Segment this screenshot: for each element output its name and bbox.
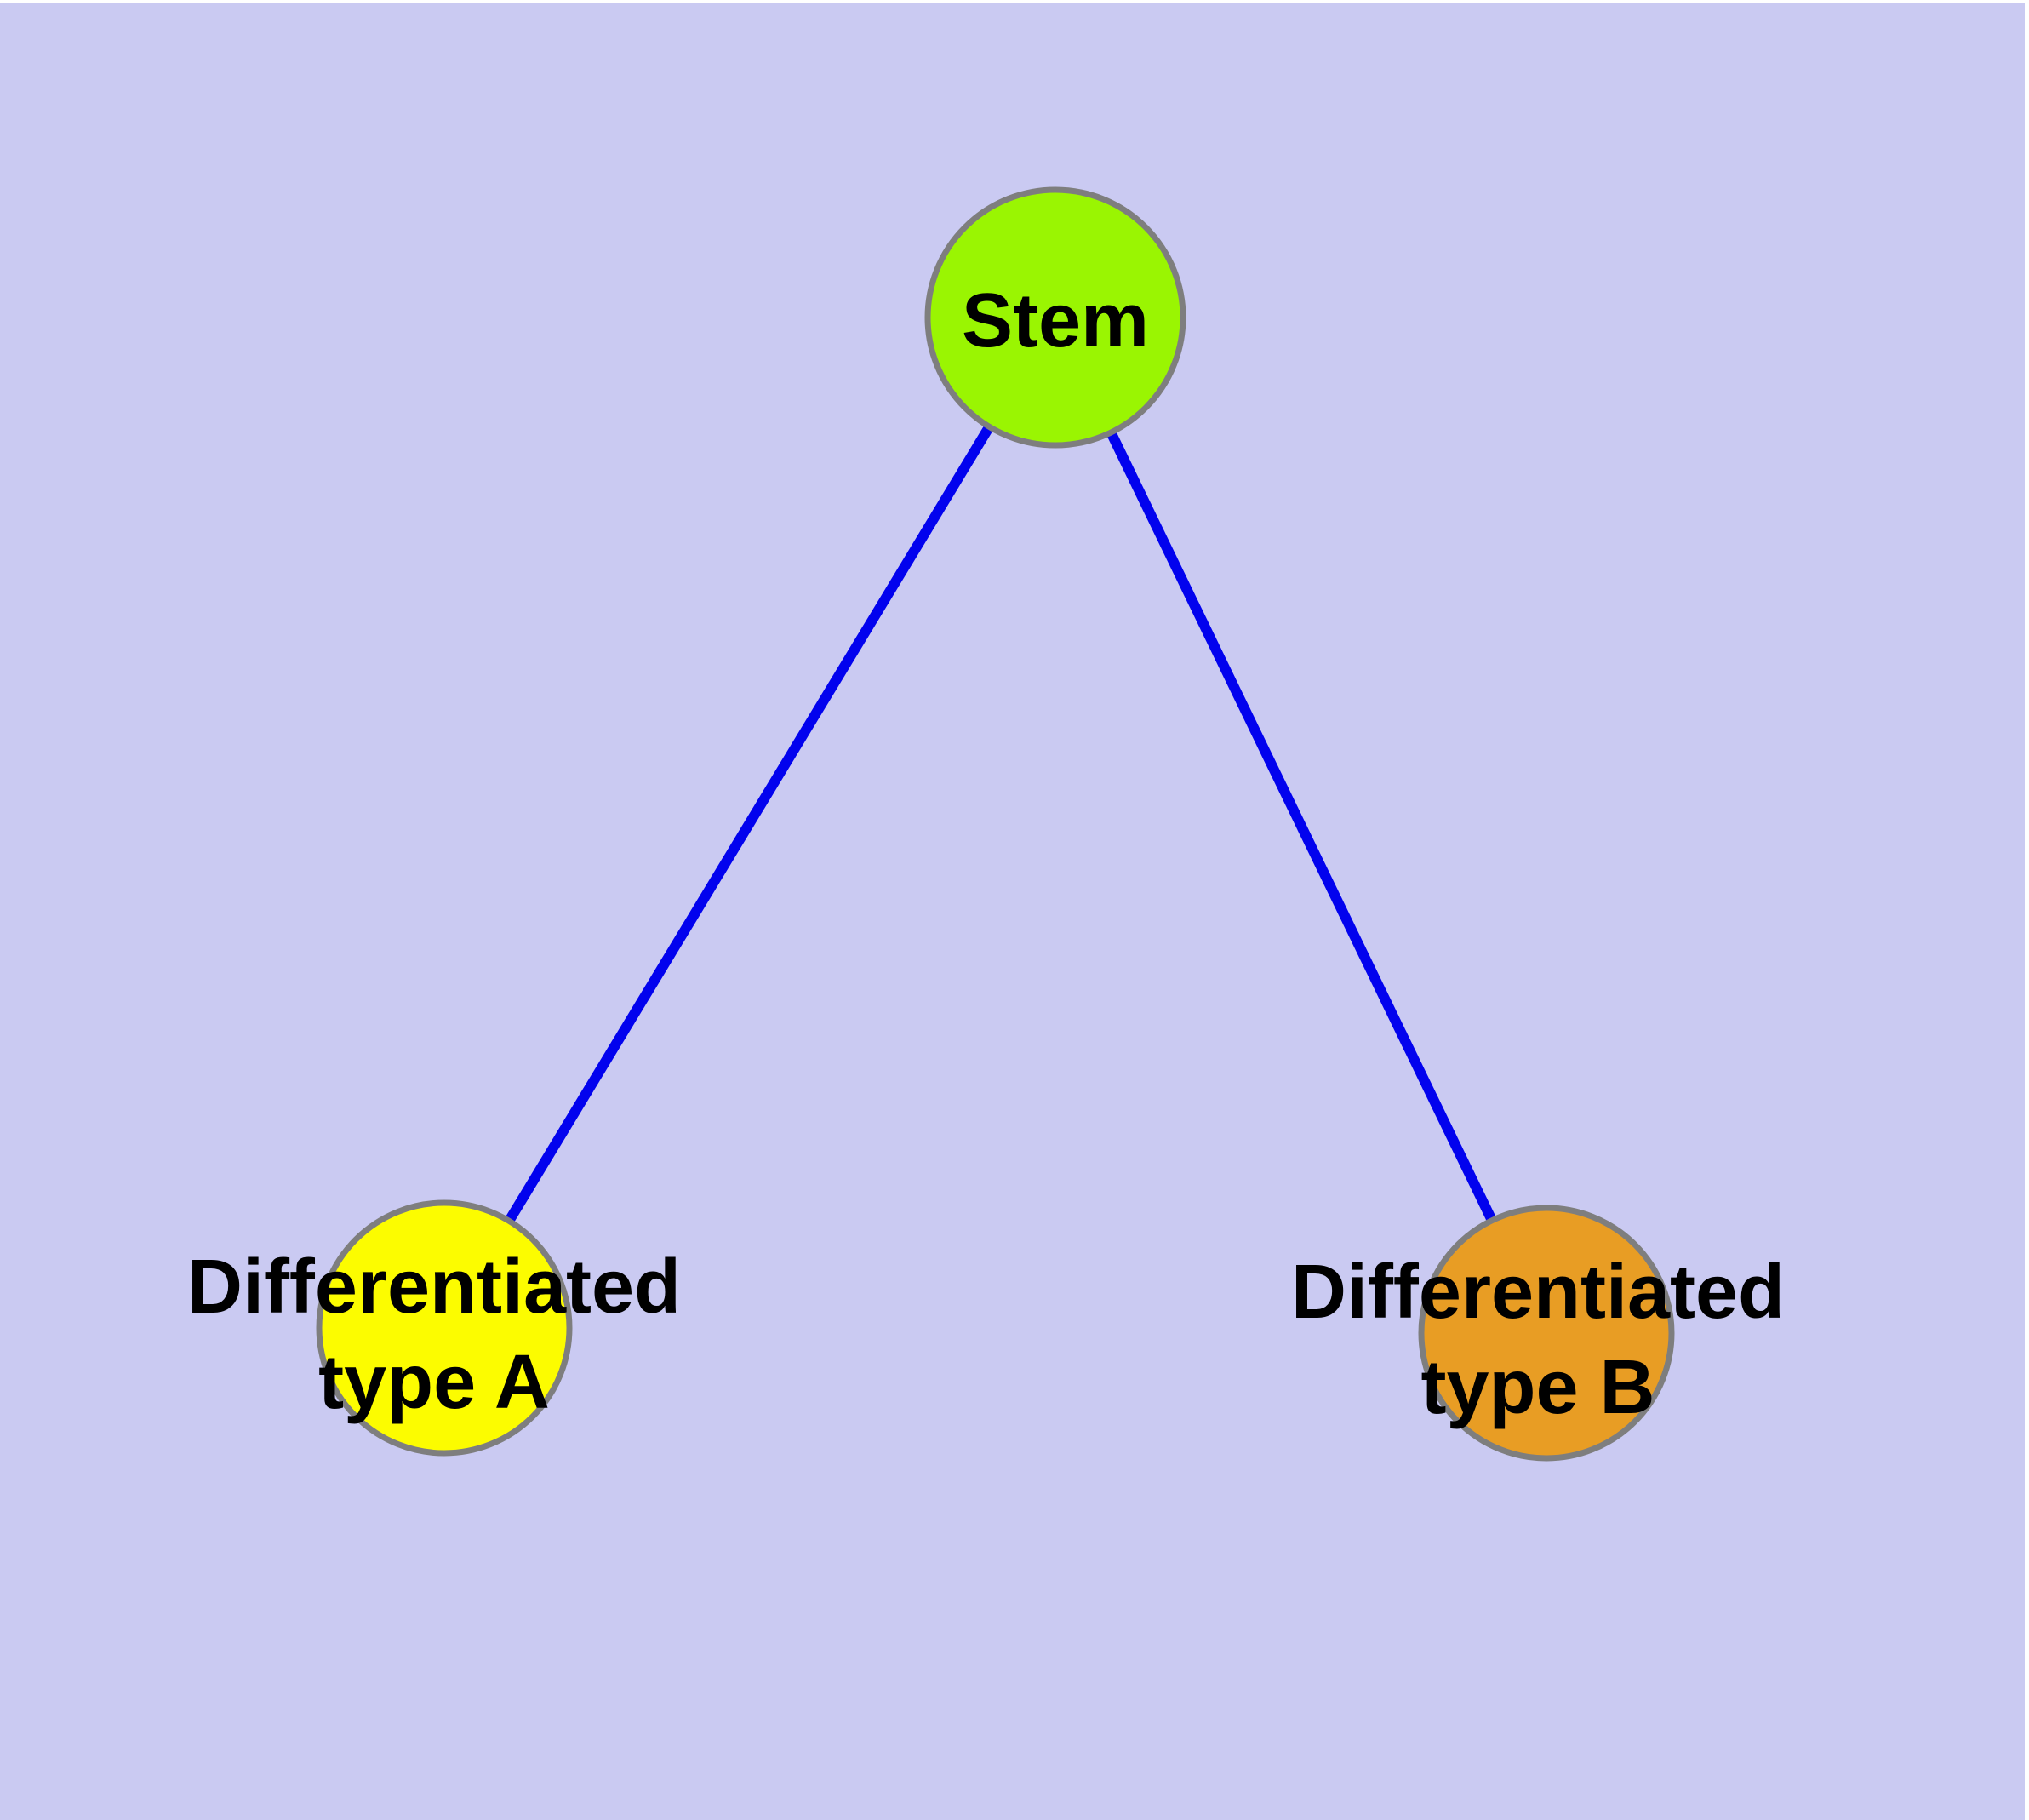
type-a-node-label-line1: Differentiated	[187, 1245, 681, 1330]
type-a-node-label-line2: type A	[318, 1340, 550, 1425]
type-b-node-label-line1: Differentiated	[1291, 1250, 1785, 1335]
edge-stem-to-type-a	[439, 314, 1060, 1331]
stem-node	[924, 186, 1186, 449]
type-a-node	[316, 1199, 573, 1457]
type-b-node-label-line2: type B	[1420, 1345, 1655, 1430]
stem-node-label: Stem	[962, 278, 1149, 363]
type-b-node	[1418, 1205, 1675, 1462]
edge-stem-to-type-b	[1050, 315, 1552, 1336]
